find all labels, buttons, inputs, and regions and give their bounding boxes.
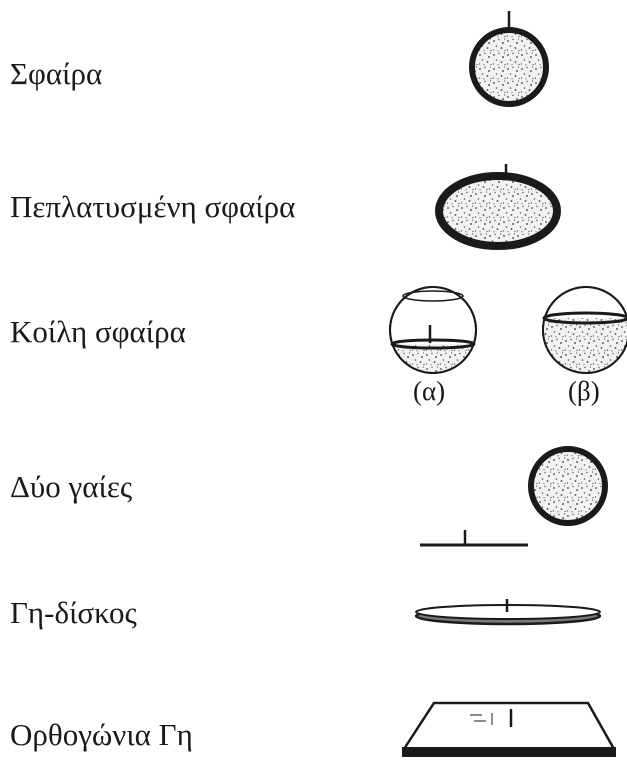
sphere-figure bbox=[464, 10, 554, 110]
hollow-sphere-b-figure bbox=[536, 282, 627, 382]
dual-earth-plane-figure bbox=[418, 525, 530, 549]
variant-b-label: (β) bbox=[568, 378, 600, 405]
variant-a-label: (α) bbox=[413, 378, 445, 405]
dual-earth-label: Δύο γαίες bbox=[10, 471, 132, 502]
hollow-sphere-label: Κοίλη σφαίρα bbox=[10, 316, 186, 347]
disc-earth-figure bbox=[412, 594, 604, 634]
dual-earth-sphere-figure bbox=[524, 443, 614, 533]
rectangular-earth-label: Ορθογώνια Γη bbox=[10, 719, 193, 750]
flattened-sphere-figure bbox=[432, 163, 562, 255]
hollow-sphere-a-figure bbox=[383, 282, 483, 382]
sphere-label: Σφαίρα bbox=[10, 58, 102, 89]
disc-earth-label: Γη-δίσκος bbox=[10, 597, 137, 628]
rectangular-earth-figure bbox=[398, 697, 620, 759]
flattened-sphere-label: Πεπλατυσμένη σφαίρα bbox=[10, 191, 295, 222]
